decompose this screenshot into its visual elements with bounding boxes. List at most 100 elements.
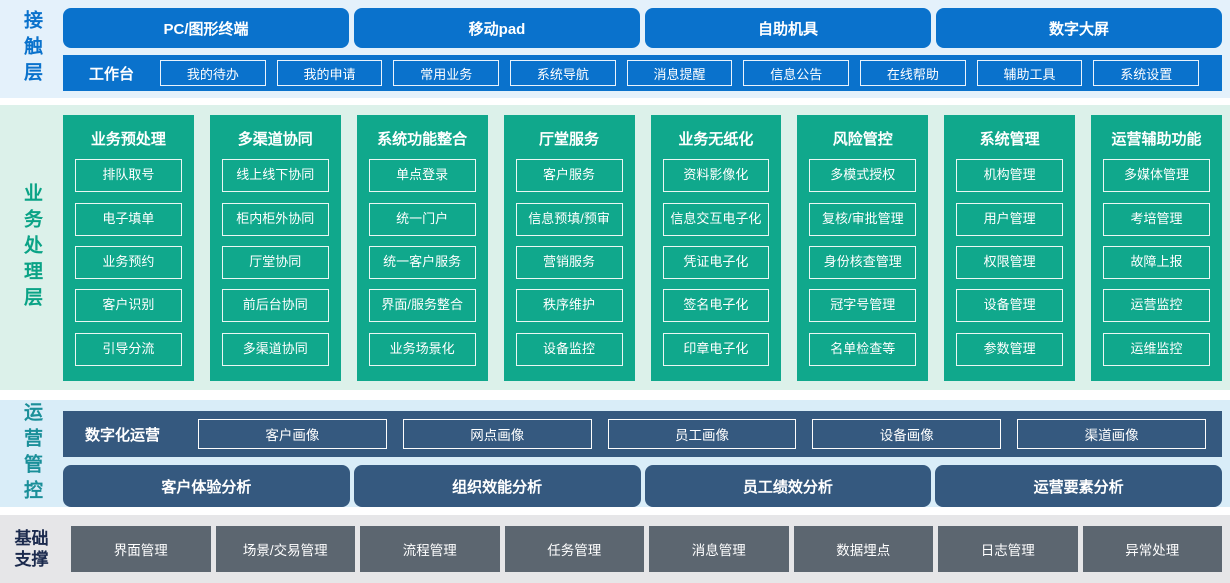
- process-item[interactable]: 秩序维护: [515, 289, 623, 323]
- column-title: 业务无纸化: [678, 131, 754, 148]
- process-item[interactable]: 客户服务: [515, 159, 623, 193]
- process-item[interactable]: 多模式授权: [809, 159, 917, 193]
- foundation-workflow-mgmt[interactable]: 流程管理: [360, 526, 500, 572]
- foundation-band: 基础支撑 界面管理 场景/交易管理 流程管理 任务管理 消息管理 数据埋点 日志…: [0, 515, 1230, 583]
- workbench-item-my-todo[interactable]: 我的待办: [160, 60, 266, 86]
- workbench-item-aux-tools[interactable]: 辅助工具: [976, 60, 1083, 86]
- process-item[interactable]: 考培管理: [1103, 202, 1210, 236]
- process-item[interactable]: 权限管理: [956, 245, 1064, 279]
- workbench-item-online-help[interactable]: 在线帮助: [860, 60, 966, 86]
- process-item[interactable]: 信息交互电子化: [662, 202, 770, 236]
- business-process-label: 业务处理层: [0, 105, 63, 390]
- process-item[interactable]: 机构管理: [956, 159, 1064, 193]
- process-columns: 业务预处理 排队取号 电子填单 业务预约 客户识别 引导分流 多渠道协同 线上线…: [63, 115, 1222, 381]
- foundation-exception-handling[interactable]: 异常处理: [1082, 526, 1222, 572]
- process-item[interactable]: 印章电子化: [662, 332, 770, 366]
- process-item[interactable]: 多渠道协同: [221, 332, 329, 366]
- foundation-content: 界面管理 场景/交易管理 流程管理 任务管理 消息管理 数据埋点 日志管理 异常…: [63, 515, 1230, 583]
- foundation-data-tracking[interactable]: 数据埋点: [793, 526, 933, 572]
- process-item[interactable]: 客户识别: [75, 289, 182, 323]
- column-risk-control: 风险管控 多模式授权 复核/审批管理 身份核查管理 冠字号管理 名单检查等: [797, 115, 929, 381]
- contact-layer-content: PC/图形终端 移动pad 自助机具 数字大屏 工作台 我的待办 我的申请 常用…: [63, 0, 1230, 98]
- workbench-item-my-applications[interactable]: 我的申请: [276, 60, 383, 86]
- process-item[interactable]: 引导分流: [75, 332, 182, 366]
- portrait-device[interactable]: 设备画像: [812, 419, 1002, 449]
- process-item[interactable]: 身份核查管理: [809, 245, 917, 279]
- channel-digital-screen[interactable]: 数字大屏: [936, 8, 1222, 48]
- foundation-task-mgmt[interactable]: 任务管理: [504, 526, 644, 572]
- process-item[interactable]: 界面/服务整合: [368, 289, 476, 323]
- workbench-item-system-nav[interactable]: 系统导航: [510, 60, 616, 86]
- portrait-branch[interactable]: 网点画像: [402, 419, 592, 449]
- process-item[interactable]: 设备管理: [956, 289, 1064, 323]
- column-system-integration: 系统功能整合 单点登录 统一门户 统一客户服务 界面/服务整合 业务场景化: [356, 115, 488, 381]
- column-items: 多模式授权 复核/审批管理 身份核查管理 冠字号管理 名单检查等: [809, 154, 917, 371]
- analysis-customer-experience[interactable]: 客户体验分析: [63, 465, 350, 507]
- operations-band: 运营管控 数字化运营 客户画像 网点画像 员工画像 设备画像 渠道画像 客户体验…: [0, 400, 1230, 507]
- foundation-message-mgmt[interactable]: 消息管理: [649, 526, 789, 572]
- analysis-operation-factors[interactable]: 运营要素分析: [935, 465, 1222, 507]
- foundation-label-text: 基础支撑: [14, 528, 49, 569]
- operations-label-text: 运营管控: [21, 401, 42, 506]
- workbench-item-message-alerts[interactable]: 消息提醒: [626, 60, 733, 86]
- business-process-content: 业务预处理 排队取号 电子填单 业务预约 客户识别 引导分流 多渠道协同 线上线…: [63, 105, 1230, 390]
- process-item[interactable]: 柜内柜外协同: [221, 202, 329, 236]
- channel-pc-terminal[interactable]: PC/图形终端: [63, 8, 349, 48]
- channel-self-service[interactable]: 自助机具: [645, 8, 931, 48]
- process-item[interactable]: 运维监控: [1103, 332, 1210, 366]
- process-item[interactable]: 故障上报: [1103, 245, 1210, 279]
- portrait-channel[interactable]: 渠道画像: [1017, 419, 1206, 449]
- business-process-band: 业务处理层 业务预处理 排队取号 电子填单 业务预约 客户识别 引导分流 多渠道…: [0, 105, 1230, 390]
- workbench-label: 工作台: [89, 65, 135, 83]
- foundation-interface-mgmt[interactable]: 界面管理: [71, 526, 211, 572]
- analysis-org-efficiency[interactable]: 组织效能分析: [353, 465, 641, 507]
- process-item[interactable]: 资料影像化: [662, 159, 770, 193]
- process-item[interactable]: 用户管理: [956, 202, 1064, 236]
- process-item[interactable]: 线上线下协同: [221, 159, 329, 193]
- column-title: 运营辅助功能: [1111, 131, 1202, 148]
- portrait-customer[interactable]: 客户画像: [198, 419, 387, 449]
- analysis-employee-performance[interactable]: 员工绩效分析: [644, 465, 932, 507]
- process-item[interactable]: 前后台协同: [221, 289, 329, 323]
- channel-row: PC/图形终端 移动pad 自助机具 数字大屏: [63, 8, 1222, 48]
- column-items: 资料影像化 信息交互电子化 凭证电子化 签名电子化 印章电子化: [662, 154, 770, 371]
- analysis-row: 客户体验分析 组织效能分析 员工绩效分析 运营要素分析: [63, 465, 1222, 507]
- process-item[interactable]: 名单检查等: [809, 332, 917, 366]
- process-item[interactable]: 统一客户服务: [368, 245, 476, 279]
- workbench-item-common-business[interactable]: 常用业务: [393, 60, 500, 86]
- process-item[interactable]: 排队取号: [75, 159, 182, 193]
- process-item[interactable]: 复核/审批管理: [809, 202, 917, 236]
- process-item[interactable]: 厅堂协同: [221, 245, 329, 279]
- process-item[interactable]: 冠字号管理: [809, 289, 917, 323]
- channel-mobile-pad[interactable]: 移动pad: [354, 8, 640, 48]
- operations-content: 数字化运营 客户画像 网点画像 员工画像 设备画像 渠道画像 客户体验分析 组织…: [63, 400, 1230, 507]
- column-items: 单点登录 统一门户 统一客户服务 界面/服务整合 业务场景化: [368, 154, 476, 371]
- process-item[interactable]: 电子填单: [75, 202, 182, 236]
- process-item[interactable]: 运营监控: [1103, 289, 1210, 323]
- column-title: 系统功能整合: [377, 131, 468, 148]
- process-item[interactable]: 业务场景化: [368, 332, 476, 366]
- process-item[interactable]: 信息预填/预审: [515, 202, 623, 236]
- process-item[interactable]: 设备监控: [515, 332, 623, 366]
- portrait-employee[interactable]: 员工画像: [607, 419, 797, 449]
- workbench-item-info-notice[interactable]: 信息公告: [743, 60, 850, 86]
- process-item[interactable]: 营销服务: [515, 245, 623, 279]
- column-multi-channel: 多渠道协同 线上线下协同 柜内柜外协同 厅堂协同 前后台协同 多渠道协同: [209, 115, 341, 381]
- foundation-scene-transaction-mgmt[interactable]: 场景/交易管理: [215, 526, 355, 572]
- workbench-bar: 工作台 我的待办 我的申请 常用业务 系统导航 消息提醒 信息公告 在线帮助 辅…: [63, 55, 1222, 91]
- process-item[interactable]: 凭证电子化: [662, 245, 770, 279]
- contact-layer-label-text: 接触层: [21, 10, 42, 88]
- foundation-log-mgmt[interactable]: 日志管理: [938, 526, 1078, 572]
- process-item[interactable]: 业务预约: [75, 245, 182, 279]
- process-item[interactable]: 单点登录: [368, 159, 476, 193]
- digital-operations-bar: 数字化运营 客户画像 网点画像 员工画像 设备画像 渠道画像: [63, 411, 1222, 457]
- process-item[interactable]: 签名电子化: [662, 289, 770, 323]
- workbench-item-system-settings[interactable]: 系统设置: [1093, 60, 1200, 86]
- column-items: 多媒体管理 考培管理 故障上报 运营监控 运维监控: [1103, 154, 1210, 371]
- column-system-management: 系统管理 机构管理 用户管理 权限管理 设备管理 参数管理: [944, 115, 1076, 381]
- foundation-label: 基础支撑: [0, 515, 63, 583]
- process-item[interactable]: 参数管理: [956, 332, 1064, 366]
- process-item[interactable]: 多媒体管理: [1103, 159, 1210, 193]
- process-item[interactable]: 统一门户: [368, 202, 476, 236]
- column-title: 多渠道协同: [237, 131, 313, 148]
